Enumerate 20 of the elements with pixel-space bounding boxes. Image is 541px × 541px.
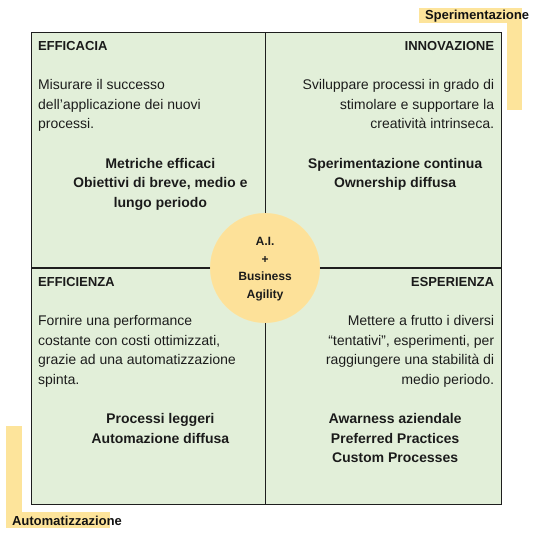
quadrant-description: Misurare il successo dell’applicazione dei nuovi processi. <box>38 75 202 134</box>
quadrant-title: ESPERIENZA <box>410 273 494 291</box>
key-point: Ownership diffusa <box>334 173 456 192</box>
quadrant-description: Fornire una performance costante con costi ottimizzati, grazie ad una automatizzazione spinta. <box>38 311 237 389</box>
key-point: Metriche efficaci <box>105 154 216 173</box>
key-point: Preferred Practices <box>330 428 460 448</box>
key-point: Awarness aziendale <box>328 409 462 428</box>
quadrant-title: INNOVAZIONE <box>404 37 494 55</box>
axis-label: Automatizzazione <box>12 513 122 529</box>
key-point: Custom Processes <box>332 448 458 468</box>
quadrant-description: Sviluppare processi in grado di stimolare e supportare la creatività intrinseca. <box>302 75 494 134</box>
key-point: Processi leggeri <box>106 409 214 428</box>
quadrant-description: Mettere a frutto i diversi “tentativi”, esperimenti, per raggiungere una stabilità di medio periodo. <box>324 311 494 389</box>
key-point: Obiettivi di breve, medio e lungo periodo <box>72 173 248 212</box>
key-point: Automazione diffusa <box>91 428 230 448</box>
key-point: Sperimentazione continua <box>308 154 482 173</box>
quadrant-title: EFFICACIA <box>38 37 108 55</box>
axis-label: Sperimentazione <box>425 7 530 23</box>
circle-label: A.I. + Business Agility <box>237 233 293 302</box>
quadrant-title: EFFICIENZA <box>38 273 115 291</box>
